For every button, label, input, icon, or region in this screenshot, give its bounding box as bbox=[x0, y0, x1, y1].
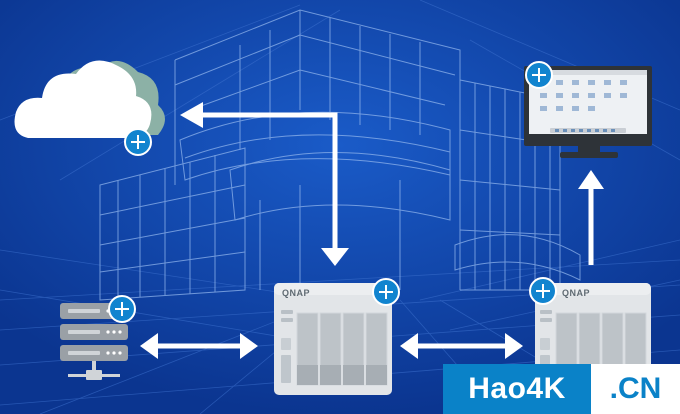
plus-badge-icon[interactable] bbox=[108, 295, 136, 323]
cloud-icon bbox=[14, 60, 166, 138]
monitor-icon bbox=[524, 66, 652, 158]
plus-badge-icon[interactable] bbox=[529, 277, 557, 305]
watermark: Hao4K .CN bbox=[443, 364, 680, 414]
watermark-left-text: Hao4K bbox=[443, 364, 591, 414]
arrow-icon bbox=[197, 112, 338, 255]
nas-brand-label: QNAP bbox=[282, 288, 310, 298]
arrow-icon bbox=[400, 333, 523, 359]
plus-badge-icon[interactable] bbox=[372, 278, 400, 306]
arrow-icon bbox=[321, 248, 349, 266]
building-wireframe bbox=[99, 9, 581, 301]
nas-center-icon: QNAP bbox=[274, 283, 392, 395]
plus-badge-icon[interactable] bbox=[525, 61, 553, 89]
nas-brand-label: QNAP bbox=[562, 288, 590, 298]
arrow-icon bbox=[180, 102, 203, 128]
plus-badge-icon[interactable] bbox=[124, 128, 152, 156]
watermark-right-text: .CN bbox=[609, 372, 662, 405]
arrow-icon bbox=[140, 333, 258, 359]
arrow-icon bbox=[578, 170, 604, 265]
